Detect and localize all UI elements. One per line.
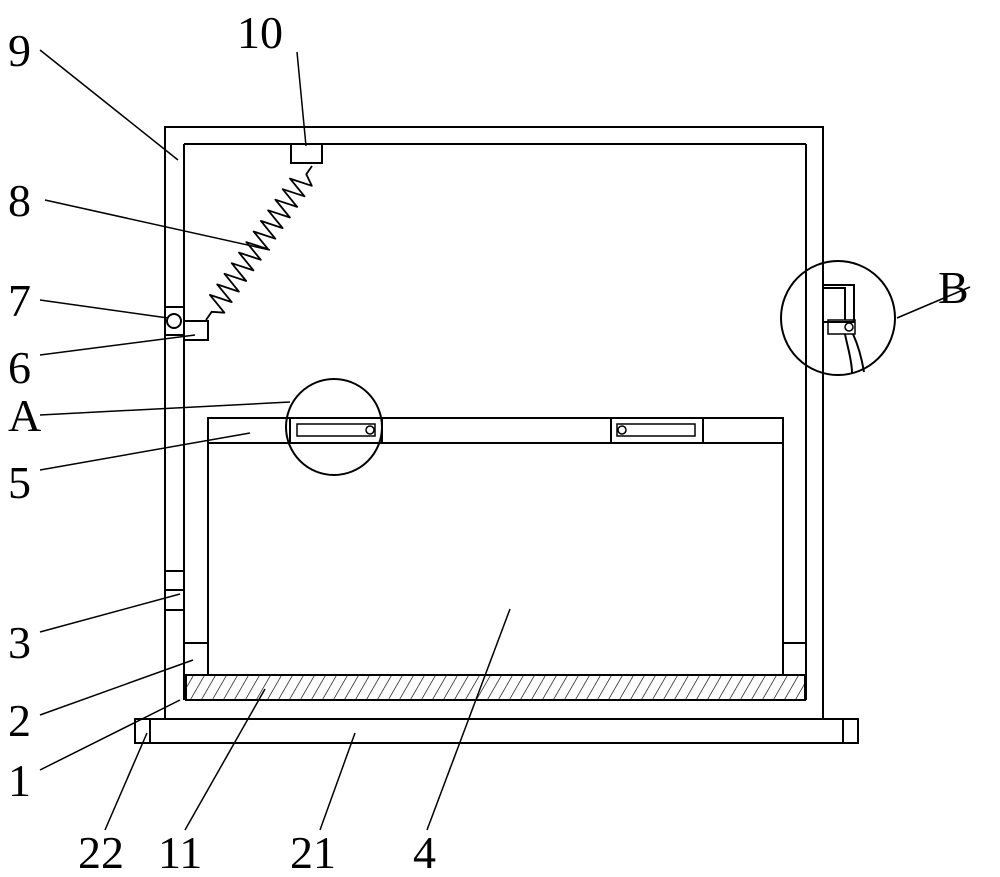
pivot <box>166 313 182 329</box>
label-6: 6 <box>8 342 31 393</box>
spring-mount-lower <box>183 320 209 341</box>
label-4: 4 <box>413 827 436 877</box>
hatched-plate <box>185 674 806 701</box>
spring-coil <box>205 165 313 321</box>
label-b: B <box>938 262 969 313</box>
label-a: A <box>8 390 41 441</box>
latch-mechanism <box>823 284 865 374</box>
label-10: 10 <box>237 7 283 58</box>
detail-circle-a <box>285 378 383 476</box>
label-11: 11 <box>158 827 202 877</box>
inner-box <box>207 417 784 676</box>
label-1: 1 <box>8 755 31 806</box>
slot-a <box>289 417 383 444</box>
leader-lines <box>39 49 971 831</box>
side-block <box>164 570 185 611</box>
slot-right <box>610 417 704 444</box>
label-21: 21 <box>290 827 336 877</box>
spring <box>205 165 313 321</box>
label-2: 2 <box>8 695 31 746</box>
housing <box>164 126 824 720</box>
label-3: 3 <box>8 617 31 668</box>
label-9: 9 <box>8 25 31 76</box>
spring-mount-top <box>290 143 323 164</box>
label-22: 22 <box>78 827 124 877</box>
corner-blocks <box>183 642 807 676</box>
label-8: 8 <box>8 175 31 226</box>
label-7: 7 <box>8 275 31 326</box>
pivot-housing <box>164 306 185 336</box>
label-5: 5 <box>8 457 31 508</box>
base-plate <box>134 718 859 744</box>
detail-circle-b <box>780 260 896 376</box>
